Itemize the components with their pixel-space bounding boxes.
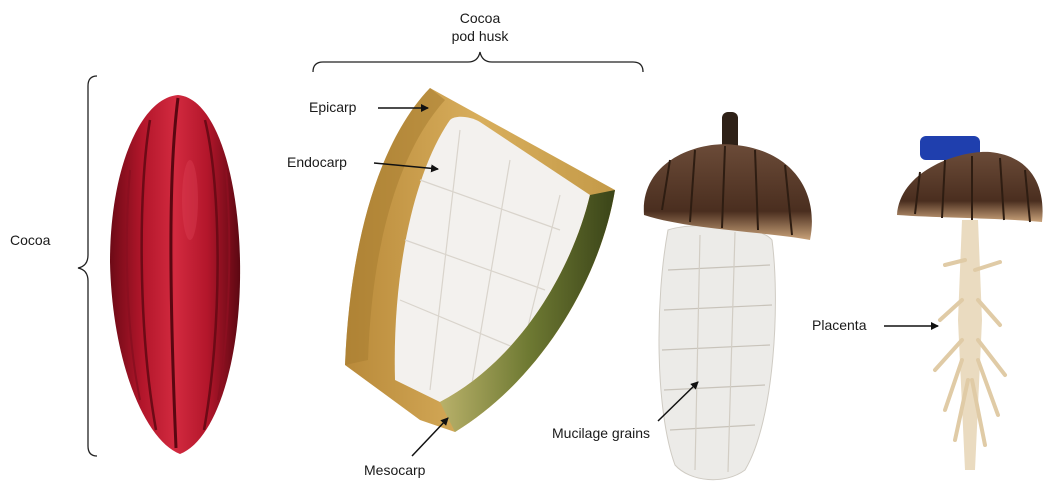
- mucilage-label: Mucilage grains: [552, 425, 650, 441]
- cocoa-label: Cocoa: [10, 232, 50, 248]
- mesocarp-arrow: [412, 418, 448, 456]
- mesocarp-label: Mesocarp: [364, 462, 425, 478]
- epicarp-label: Epicarp: [309, 99, 356, 115]
- endocarp-label: Endocarp: [287, 154, 347, 170]
- pod-husk-label-line1: Cocoa: [444, 10, 516, 26]
- mucilage-bean-mass: [644, 112, 812, 480]
- pod-husk-brace: [313, 52, 643, 72]
- pod-husk-section: [345, 88, 615, 432]
- placenta-specimen: [897, 136, 1043, 470]
- cocoa-pod: [110, 95, 240, 454]
- placenta-label: Placenta: [812, 317, 866, 333]
- cocoa-brace: [78, 76, 97, 456]
- pod-husk-label-line2: pod husk: [444, 28, 516, 44]
